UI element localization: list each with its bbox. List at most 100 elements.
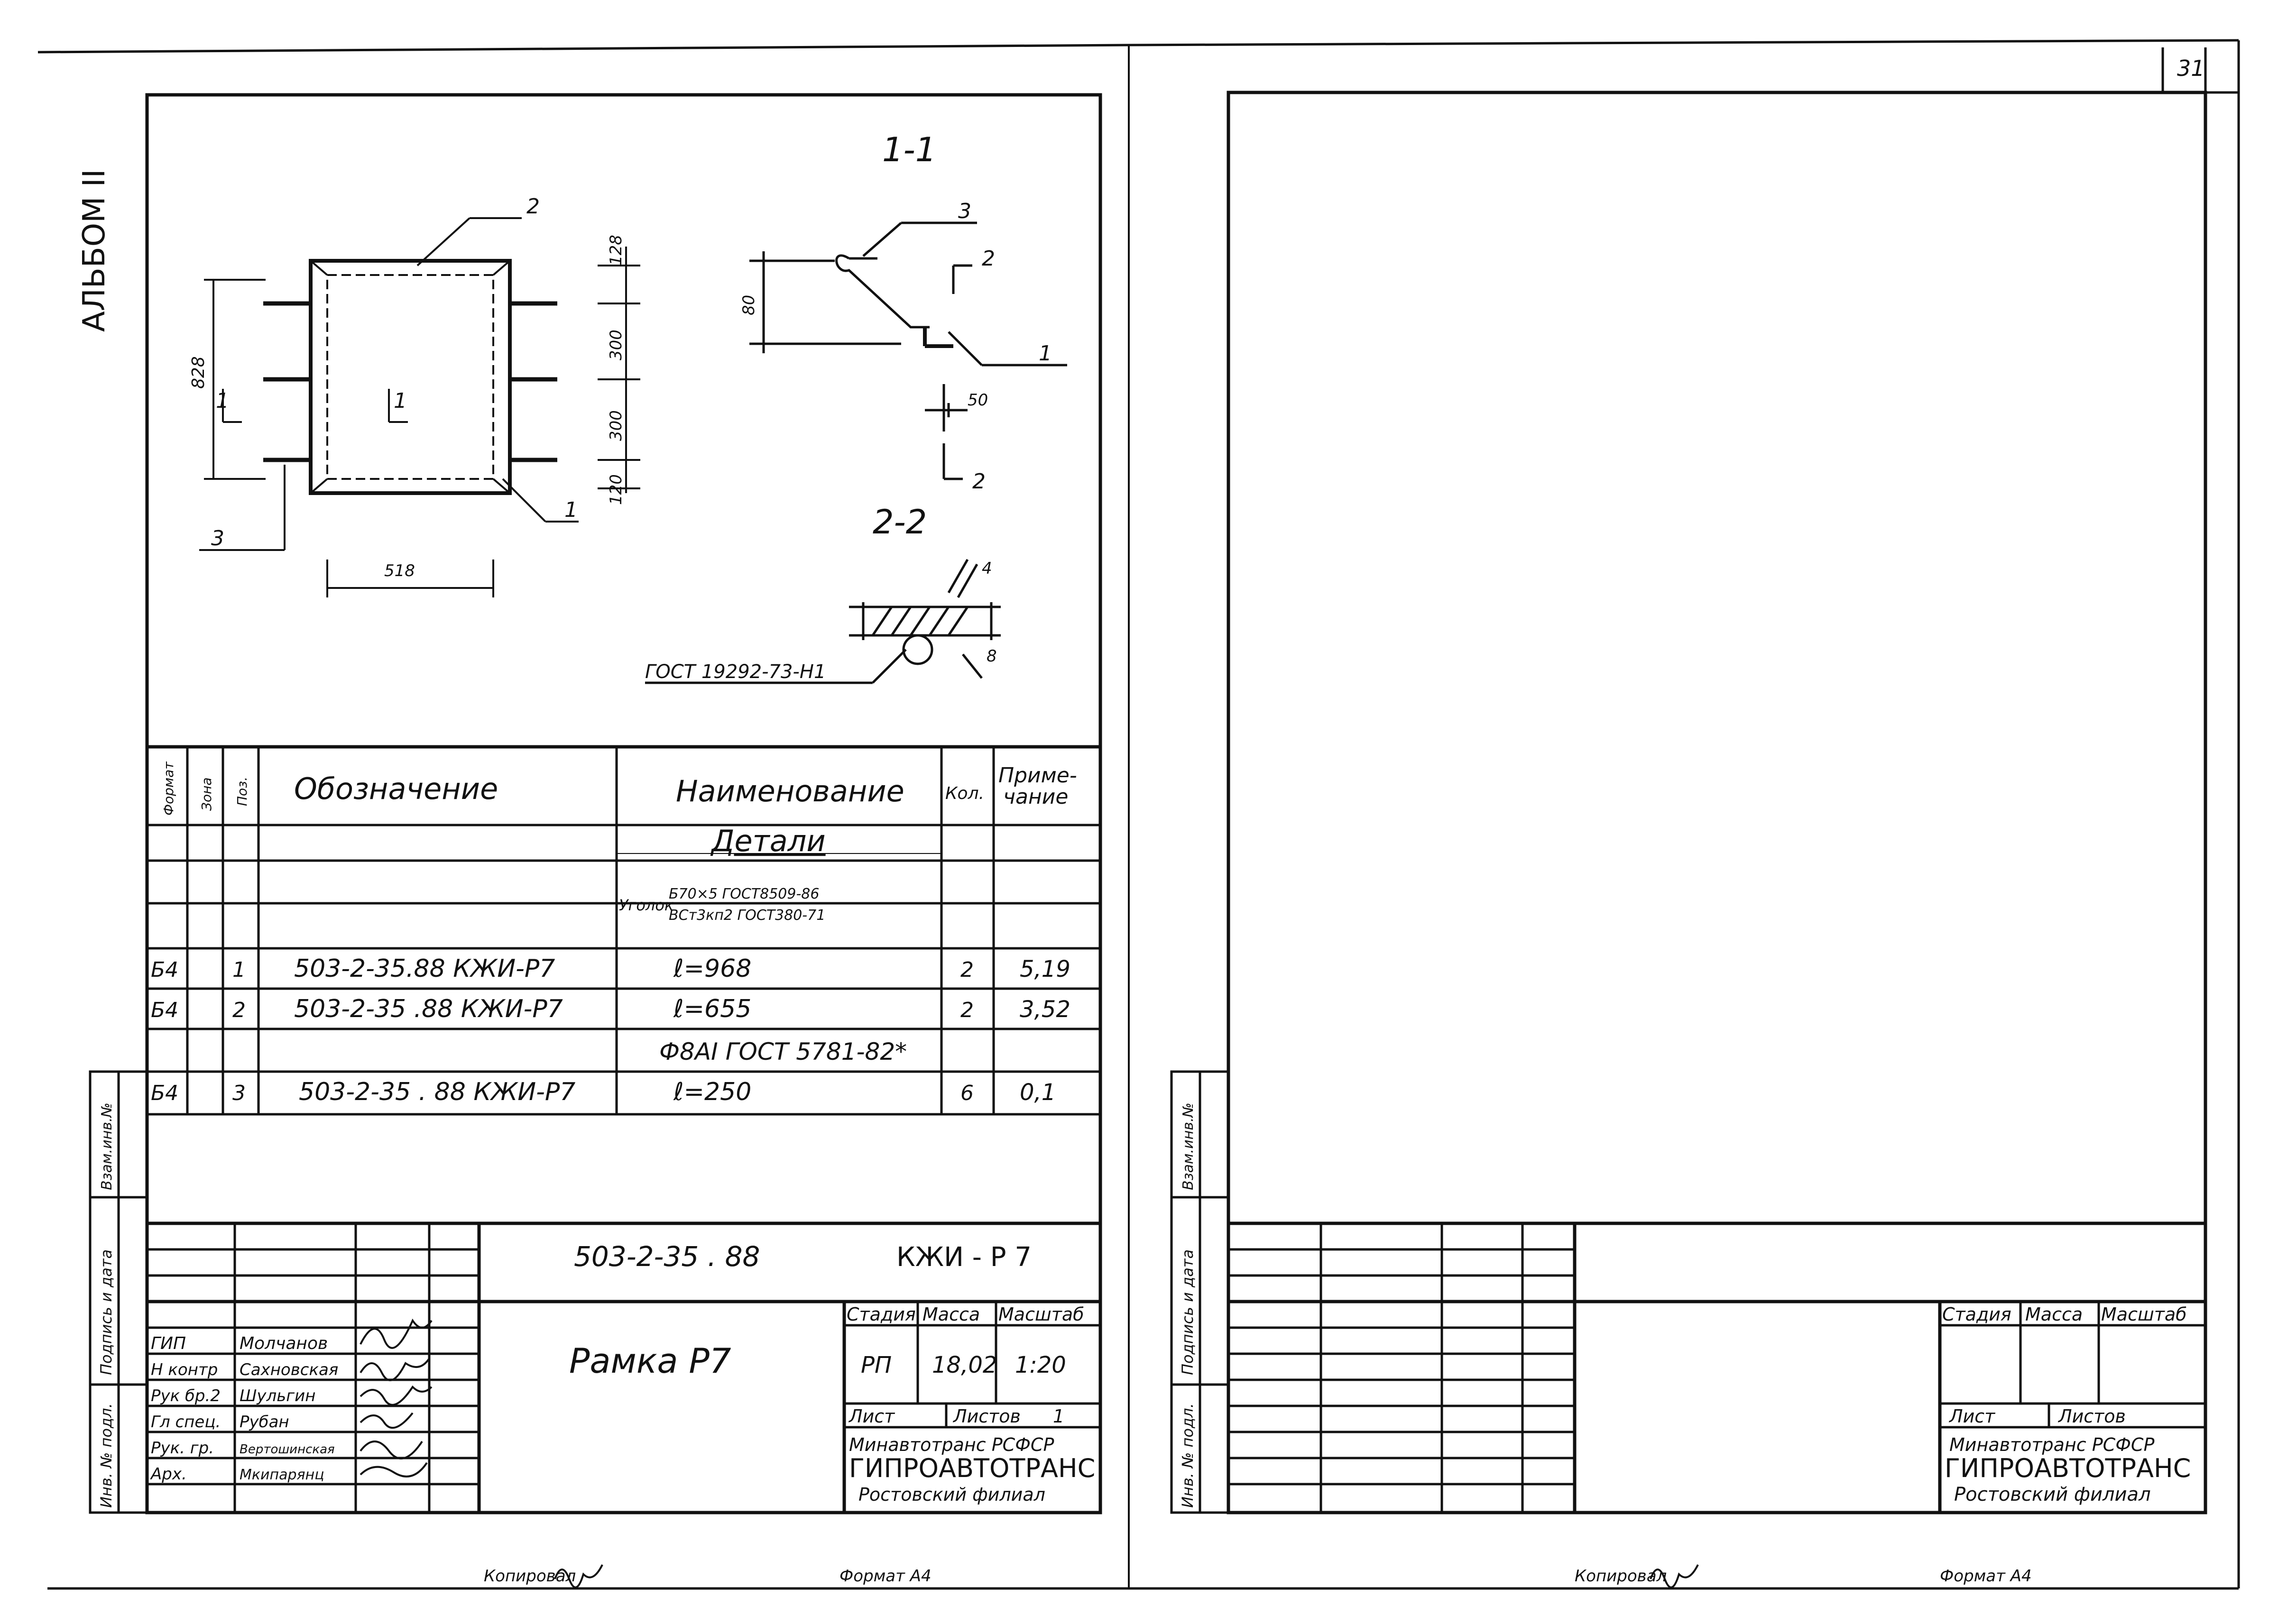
hdr-qty: Кол.	[945, 784, 984, 803]
section-1-1-title: 1-1	[882, 130, 936, 169]
row2-name: ℓ=655	[673, 995, 751, 1023]
sheets-header: Листов	[952, 1406, 1021, 1427]
dim-128: 128	[607, 235, 626, 266]
dim-518: 518	[384, 561, 415, 580]
r-org-line-2: ГИПРОАВТОТРАНС	[1945, 1453, 2191, 1483]
spec-table-grid	[147, 745, 1100, 1116]
row2-note: 3,52	[1020, 996, 1070, 1023]
row2-designation: 503-2-35 .88 КЖИ-Р7	[294, 995, 563, 1023]
row3-format: Б4	[151, 1081, 178, 1105]
person-6-name: Мкипарянц	[240, 1467, 324, 1483]
org-line-2: ГИПРОАВТОТРАНС	[849, 1453, 1095, 1483]
side-inv-left: Инв. № подл.	[97, 1403, 115, 1508]
top-edge-left	[37, 44, 1129, 54]
row3-pos: 3	[232, 1081, 246, 1105]
hdr-pos: Поз.	[234, 777, 250, 806]
person-1-name: Молчанов	[240, 1334, 328, 1353]
footer-copied-right: Копировал	[1575, 1567, 1667, 1586]
row3-note: 0,1	[1020, 1079, 1056, 1106]
page-number: 31	[2177, 55, 2205, 81]
cut-label-a: 1	[216, 389, 229, 413]
copier-signature-left	[554, 1564, 603, 1588]
r-sheets-header: Листов	[2057, 1406, 2126, 1427]
person-6-role: Арх.	[150, 1465, 187, 1484]
org-line-3: Ростовский филиал	[858, 1484, 1045, 1505]
sec-callout-2: 2	[982, 247, 995, 271]
row3-designation: 503-2-35 . 88 КЖИ-Р7	[299, 1078, 575, 1106]
section-title: Детали	[710, 824, 826, 858]
callout-1: 1	[564, 498, 578, 522]
cut-label-b: 1	[394, 389, 407, 413]
drawing-title: Рамка Р7	[569, 1341, 731, 1381]
dim-120: 120	[607, 474, 626, 505]
sec-callout-3: 3	[958, 199, 971, 223]
row1-format: Б4	[151, 958, 178, 982]
scale-header: Масштаб	[998, 1304, 1084, 1325]
side-sign-left: Подпись и дата	[97, 1249, 115, 1375]
person-2-name: Сахновская	[240, 1360, 338, 1379]
person-5-role: Рук. гр.	[151, 1439, 214, 1458]
top-edge-right	[1128, 39, 2239, 46]
person-3-role: Рук бр.2	[151, 1386, 221, 1405]
rebar-line: Ф8АI ГОСТ 5781-82*	[659, 1038, 907, 1065]
section-1-1-view	[749, 221, 1067, 480]
sheets-value: 1	[1053, 1406, 1064, 1427]
mark: КЖИ - Р 7	[896, 1242, 1032, 1273]
side-inv-right: Инв. № подл.	[1179, 1403, 1197, 1508]
dim-828: 828	[189, 356, 208, 389]
right-frame	[1227, 91, 2207, 1514]
person-1-role: ГИП	[151, 1334, 186, 1353]
dim-4: 4	[982, 559, 992, 578]
dim-300b: 300	[607, 410, 626, 441]
row1-name: ℓ=968	[673, 954, 751, 983]
sec-callout-2b: 2	[972, 469, 986, 494]
stage-value: РП	[861, 1352, 892, 1378]
section-2-2-view	[645, 559, 1001, 684]
person-2-role: Н контр	[151, 1360, 218, 1379]
section-2-2-title: 2-2	[873, 503, 927, 541]
album-label: АЛЬБОМ II	[77, 169, 112, 332]
person-4-role: Гл спец.	[151, 1413, 221, 1431]
doc-code: 503-2-35 . 88	[574, 1240, 760, 1273]
r-mass-header: Масса	[2025, 1304, 2083, 1325]
callout-3: 3	[211, 526, 224, 551]
side-sign-right: Подпись и дата	[1179, 1249, 1197, 1375]
r-org-line-3: Ростовский филиал	[1954, 1484, 2151, 1505]
mass-value: 18,02	[932, 1352, 997, 1378]
r-scale-header: Масштаб	[2101, 1304, 2187, 1325]
angle-label: Уголок	[619, 896, 674, 914]
angle-bottom: ВСт3кп2 ГОСТ380-71	[669, 907, 825, 924]
callout-2: 2	[526, 194, 540, 219]
row1-pos: 1	[232, 958, 246, 982]
row3-qty: 6	[960, 1081, 974, 1105]
side-repl-left: Взам.инв.№	[99, 1102, 115, 1190]
hdr-zone: Зона	[199, 777, 214, 811]
footer-format-right: Формат А4	[1940, 1567, 2032, 1586]
row1-note: 5,19	[1020, 956, 1070, 982]
r-stage-header: Стадия	[1942, 1304, 2011, 1325]
person-4-name: Рубан	[240, 1413, 289, 1431]
person-3-name: Шульгин	[240, 1386, 315, 1405]
dim-50: 50	[968, 391, 988, 410]
hdr-format: Формат	[161, 762, 176, 816]
right-titleblock-grid	[1170, 1070, 2205, 1514]
sheet-header: Лист	[848, 1406, 895, 1427]
hdr-name: Наименование	[676, 774, 904, 808]
stage-header: Стадия	[847, 1304, 916, 1325]
left-side-columns	[89, 1070, 148, 1514]
hdr-note-top: Приме-	[998, 763, 1077, 788]
row1-designation: 503-2-35.88 КЖИ-Р7	[294, 954, 555, 983]
left-frame	[145, 93, 1102, 1514]
copier-signature-right	[1650, 1564, 1699, 1588]
footer-format-left: Формат А4	[839, 1567, 932, 1586]
row2-format: Б4	[151, 998, 178, 1022]
side-repl-right: Взам.инв.№	[1180, 1102, 1197, 1190]
row1-qty: 2	[960, 958, 974, 982]
mass-header: Масса	[922, 1304, 980, 1325]
person-5-name: Вертошинская	[240, 1442, 335, 1457]
row2-qty: 2	[960, 998, 974, 1022]
dim-8: 8	[987, 647, 997, 666]
dim-300a: 300	[607, 330, 626, 360]
hdr-note-bottom: чание	[1003, 785, 1068, 809]
